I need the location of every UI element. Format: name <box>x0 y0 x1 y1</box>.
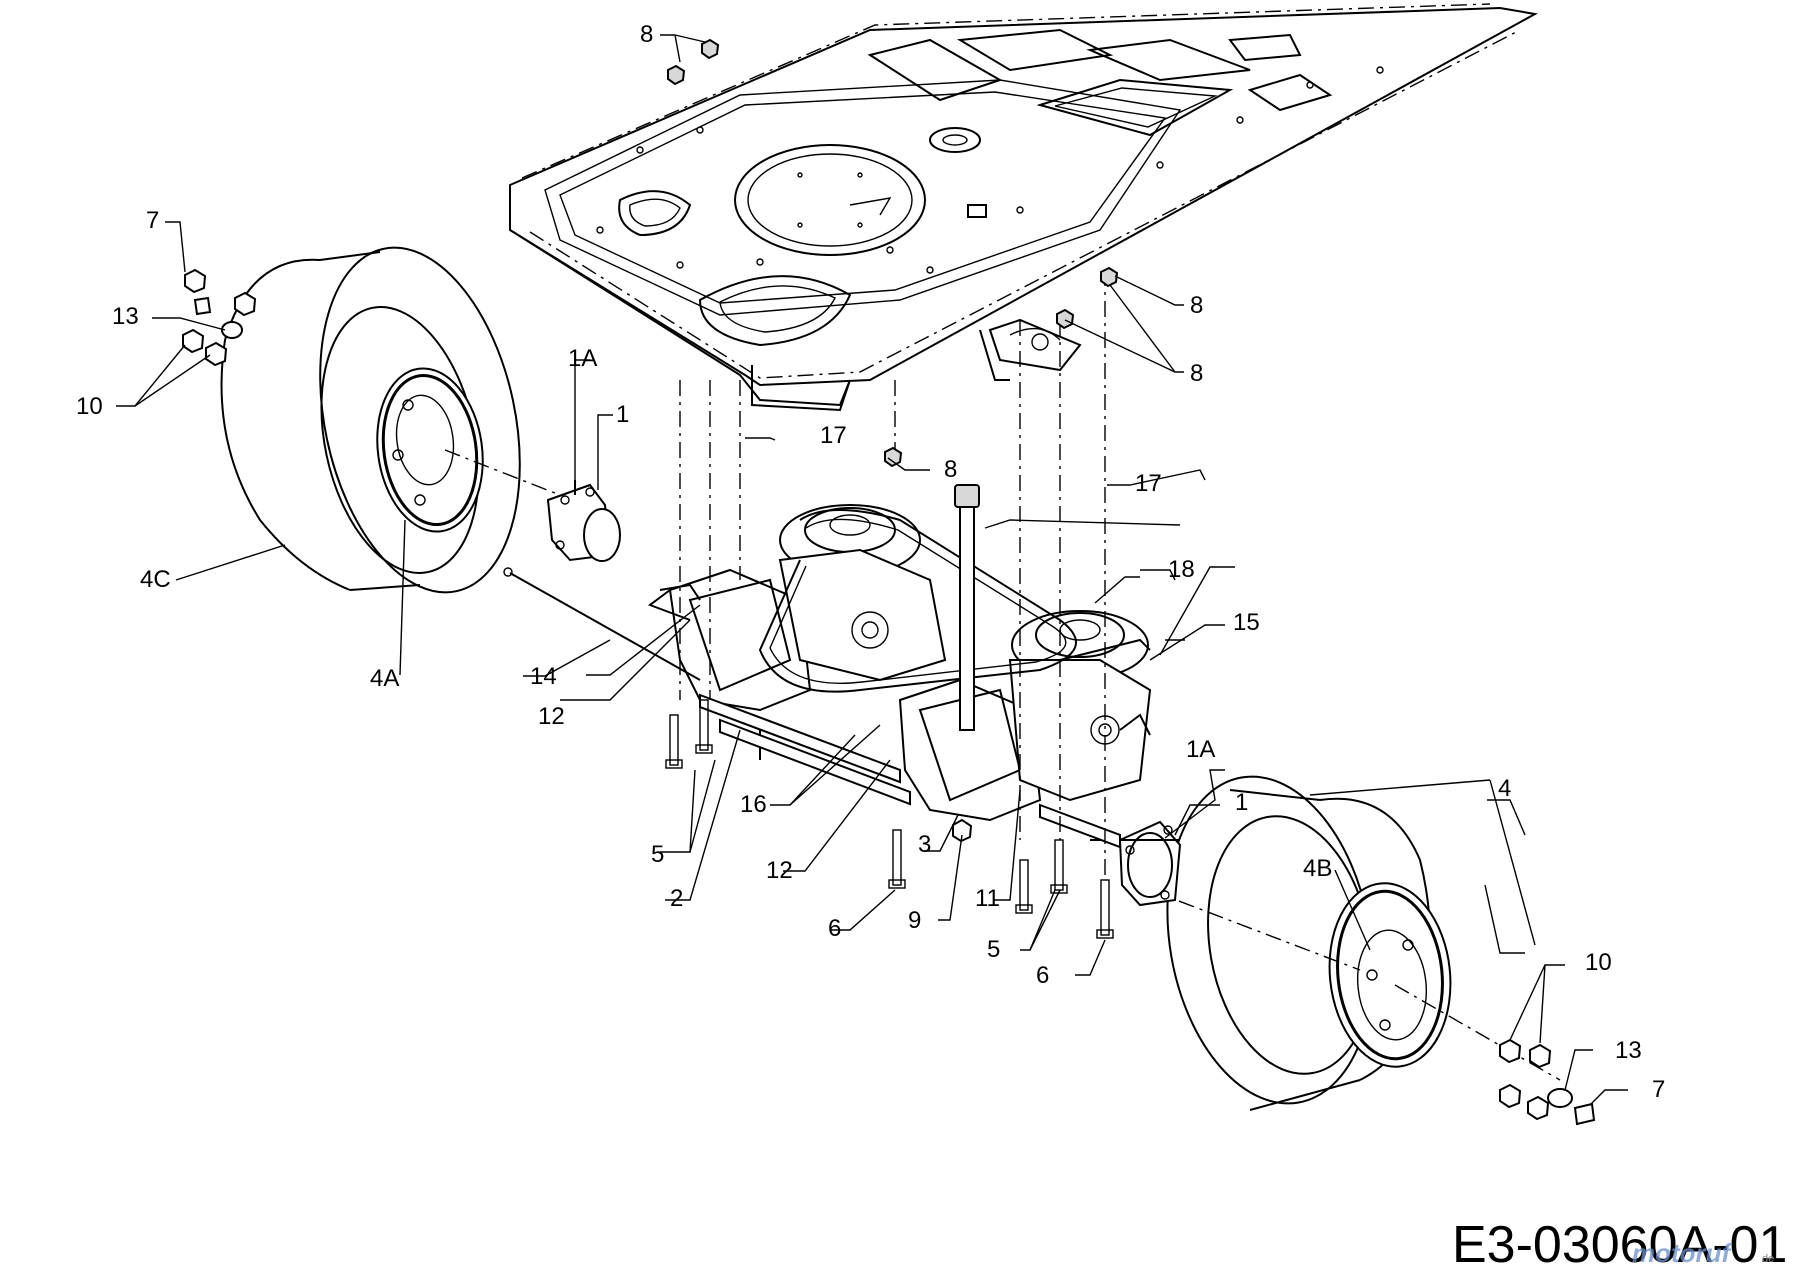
callout-17-left: 17 <box>820 422 847 449</box>
axle-rods <box>699 693 1121 849</box>
callout-8-right-upper: 8 <box>1190 292 1203 319</box>
drawing-code: E3-03060A-01 <box>1452 1216 1787 1272</box>
callout-4a: 4A <box>370 665 399 692</box>
hub-left <box>546 480 621 562</box>
callout-3: 3 <box>918 831 931 858</box>
callouts: 7 13 10 4C 4A 1A 1 14 12 5 2 16 12 3 6 9… <box>76 21 1665 1103</box>
leader-lines <box>116 34 1628 1106</box>
callout-8-right-lower: 8 <box>1190 360 1203 387</box>
callout-12-lower: 12 <box>766 857 793 884</box>
transmission-left <box>647 504 947 760</box>
callout-1-right: 1 <box>1235 789 1248 816</box>
callout-2: 2 <box>670 885 683 912</box>
hub-right <box>1090 820 1182 907</box>
callout-4c: 4C <box>140 566 171 593</box>
callout-1a-left: 1A <box>568 345 597 372</box>
callout-7-left: 7 <box>146 207 159 234</box>
callout-5-left: 5 <box>651 841 664 868</box>
rim-right <box>1336 889 1444 1061</box>
callout-5-right: 5 <box>987 936 1000 963</box>
watermark-logo: motoruf <box>1632 1238 1733 1268</box>
callout-9: 9 <box>908 907 921 934</box>
callout-4b: 4B <box>1303 855 1332 882</box>
callout-6-left: 6 <box>828 915 841 942</box>
tube-17 <box>954 484 980 731</box>
rim-left <box>381 373 479 527</box>
callout-14: 14 <box>530 663 557 690</box>
callout-7-right: 7 <box>1652 1076 1665 1103</box>
callout-8-center: 8 <box>944 456 957 483</box>
transmission-right <box>898 610 1152 822</box>
callout-15: 15 <box>1233 609 1260 636</box>
callout-6-right: 6 <box>1036 962 1049 989</box>
control-rod <box>509 572 701 681</box>
chassis-frame <box>509 3 1538 412</box>
wheel-right <box>1149 775 1561 1111</box>
alignment-lines <box>679 270 1106 880</box>
callout-18: 18 <box>1168 556 1195 583</box>
callout-13-left: 13 <box>112 303 139 330</box>
rod-15 <box>1059 638 1151 661</box>
callout-13-right: 13 <box>1615 1037 1642 1064</box>
callout-8-top: 8 <box>640 21 653 48</box>
drive-belt <box>758 509 1077 693</box>
callout-17-right: 17 <box>1135 470 1162 497</box>
callout-1a-right: 1A <box>1186 736 1215 763</box>
callout-10-right: 10 <box>1585 949 1612 976</box>
callout-12-upper: 12 <box>538 703 565 730</box>
callout-11: 11 <box>975 885 1000 912</box>
watermark-suffix: de <box>1762 1253 1774 1265</box>
wheel-left <box>220 246 561 594</box>
callout-16: 16 <box>740 791 767 818</box>
callout-1-left: 1 <box>616 401 629 428</box>
callout-4: 4 <box>1498 775 1511 802</box>
callout-10-left: 10 <box>76 393 103 420</box>
